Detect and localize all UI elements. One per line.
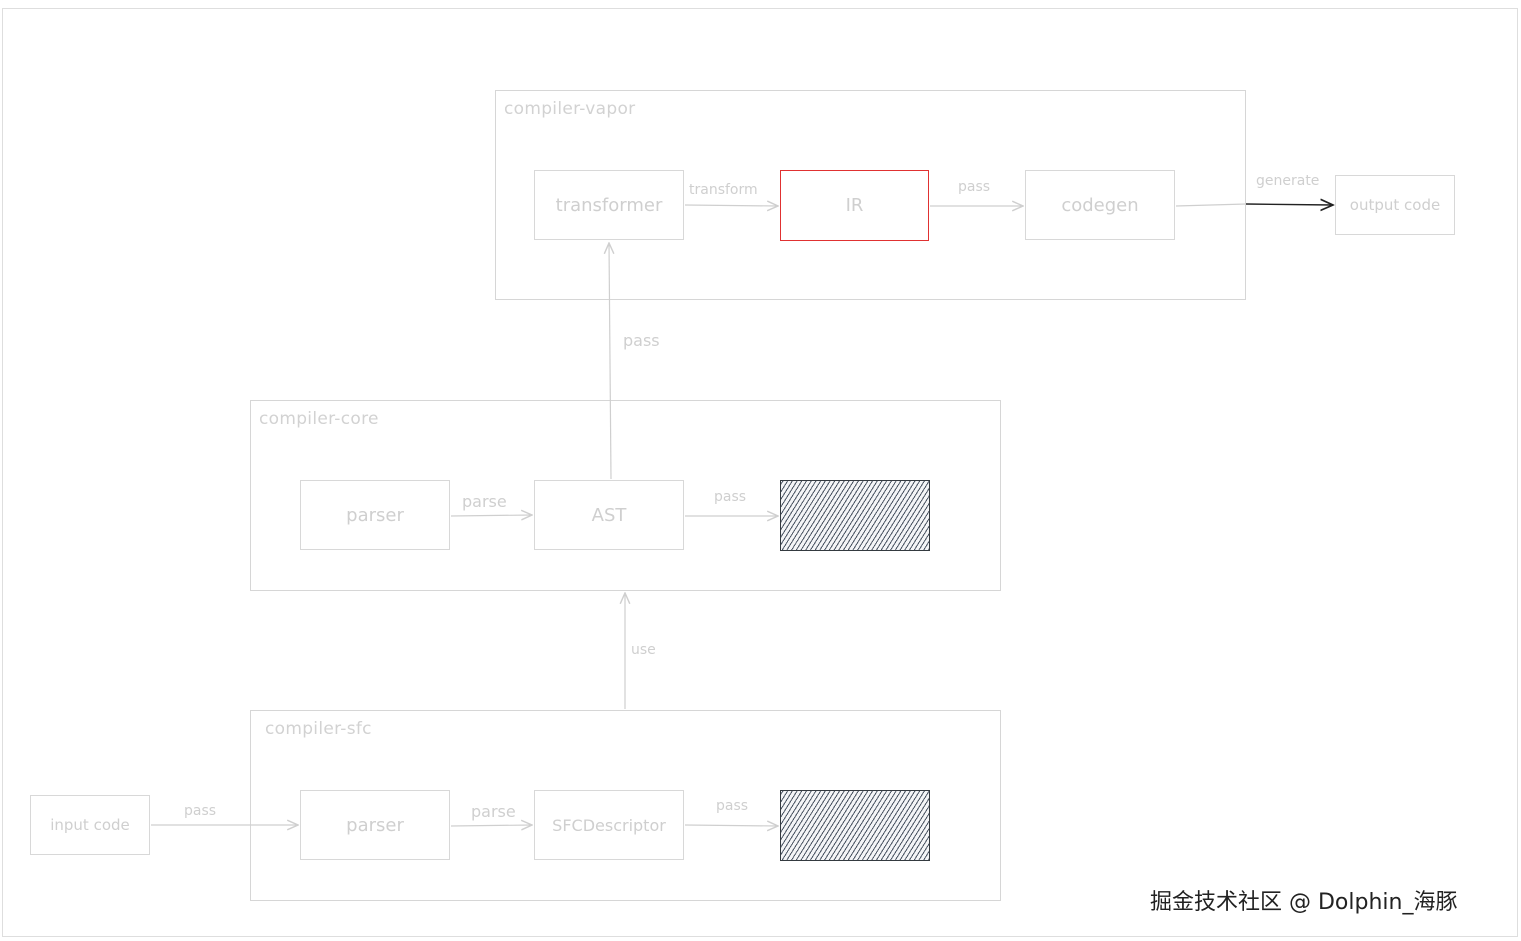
node-input-code: input code: [30, 795, 150, 855]
node-sfc-descriptor: SFCDescriptor: [534, 790, 684, 860]
edge-label-generate: generate: [1256, 173, 1320, 189]
node-input-code-label: input code: [50, 816, 130, 834]
arrow-generate-output: [1245, 204, 1333, 205]
node-transformer: transformer: [534, 170, 684, 240]
edge-label-pass-ir-codegen: pass: [958, 179, 991, 195]
node-sfc-hatched: [780, 790, 930, 861]
node-sfc-parser: parser: [300, 790, 450, 860]
node-transformer-label: transformer: [555, 194, 663, 216]
arrow-descriptor-hatched: [684, 825, 778, 826]
canvas-frame: [2, 8, 1518, 937]
node-sfc-parser-label: parser: [346, 814, 404, 836]
edge-label-transform: transform: [689, 182, 758, 198]
arrow-core-parser-ast: [450, 515, 532, 516]
group-compiler-core: compiler-core: [250, 400, 1001, 591]
edge-label-pass-input: pass: [184, 803, 217, 819]
node-core-hatched: [780, 480, 930, 551]
node-ir-label: IR: [845, 195, 864, 216]
edge-label-use: use: [631, 642, 656, 658]
edge-label-pass-ast-hatched: pass: [714, 489, 747, 505]
edge-label-pass-sfc-hatched: pass: [716, 798, 749, 814]
node-ast-label: AST: [591, 504, 627, 526]
node-core-parser: parser: [300, 480, 450, 550]
edge-label-pass-ast-transformer: pass: [623, 331, 660, 350]
node-codegen-label: codegen: [1061, 194, 1139, 216]
group-compiler-sfc: compiler-sfc: [250, 710, 1001, 901]
node-ast: AST: [534, 480, 684, 550]
arrow-transformer-ir: [684, 205, 778, 206]
group-label-compiler-sfc: compiler-sfc: [265, 719, 372, 739]
group-compiler-vapor: compiler-vapor: [495, 90, 1246, 300]
node-output-code-label: output code: [1349, 196, 1441, 214]
edge-label-parse-core: parse: [462, 492, 507, 511]
node-codegen: codegen: [1025, 170, 1175, 240]
group-label-compiler-core: compiler-core: [259, 409, 379, 429]
arrow-codegen-group-edge: [1175, 203, 1247, 207]
watermark: 掘金技术社区 @ Dolphin_海豚: [1150, 890, 1458, 915]
node-core-parser-label: parser: [346, 504, 404, 526]
arrow-ast-transformer: [609, 243, 611, 480]
node-ir: IR: [780, 170, 929, 241]
group-label-compiler-vapor: compiler-vapor: [504, 99, 636, 119]
node-output-code: output code: [1335, 175, 1455, 235]
node-sfc-descriptor-label: SFCDescriptor: [552, 815, 666, 835]
edge-label-parse-sfc: parse: [471, 802, 516, 821]
arrow-sfc-parser-descriptor: [450, 825, 532, 826]
